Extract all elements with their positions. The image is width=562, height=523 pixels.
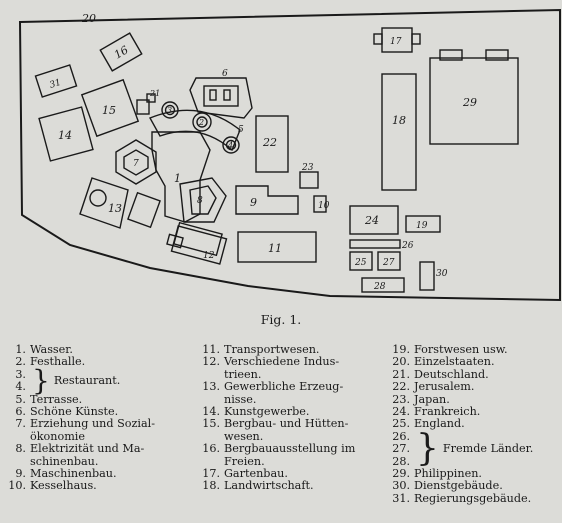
site-plan: 20 31 16 15 14 21 7 13 1 8 2 3 4 5 6 22 … [18,8,561,302]
legend-item: 5.Terrasse. [15,392,83,406]
legend-item: 6.Schöne Künste. [15,405,119,419]
building-12 [170,225,228,265]
building-6 [189,77,253,119]
legend-column-2: 11.Transportwesen. 12.Verschiedene Indus… [200,343,368,493]
map-label-5: 5 [238,125,244,135]
terrace-5 [149,109,241,152]
building-27 [377,251,401,271]
figure-caption: Fig. 1. [260,312,302,327]
building-10 [313,195,327,213]
building-13 [79,177,129,229]
map-label-17: 17 [390,37,402,47]
building-30 [419,261,435,291]
restaurant-4 [222,136,240,154]
map-label-13: 13 [108,202,122,215]
map-label-27: 27 [382,258,395,268]
building-26 [349,239,401,249]
building-25 [349,251,373,271]
brace-icon: } [416,428,439,470]
brace-icon: } [32,364,50,398]
legend-item: 18.Landwirtschaft. [202,479,314,493]
map-label-16: 16 [112,43,131,61]
site-plan-drawing: 20 31 16 15 14 21 7 13 1 8 2 3 4 5 6 22 … [18,8,561,302]
building-19 [405,215,441,233]
building-29 [429,57,519,145]
map-label-4: 4 [227,141,233,150]
legend-item: 24.Frankreich. [392,405,481,419]
map-label-21: 21 [149,89,160,98]
map-label-20: 20 [81,12,96,25]
legend-item: 15.Bergbau- und Hütten-wesen. [202,417,349,443]
map-label-24: 24 [364,214,379,227]
map-label-26: 26 [401,241,414,251]
map-label-15: 15 [102,104,116,117]
map-label-3: 3 [167,106,172,115]
legend-item: 12.Verschiedene Indus-trieen. [202,355,340,381]
legend-group: 3.4. } Restaurant. [15,364,121,398]
map-label-19: 19 [416,221,428,231]
map-label-7: 7 [133,159,139,169]
legend-item: 14.Kunstgewerbe. [202,405,310,419]
building-8 [179,177,227,223]
legend-item: 10.Kesselhaus. [8,479,97,493]
legend-item: 13.Gewerbliche Erzeug-nisse. [202,380,344,406]
legend-item: 19.Forstwesen usw. [392,343,508,356]
legend-item: 16.Bergbauausstellung im Freien. [202,442,356,468]
legend-group: 26.27.28. } Fremde Länder. [392,428,534,470]
building-28 [361,277,405,293]
legend-item: 2.Festhalle. [15,355,86,369]
map-label-23: 23 [301,163,314,173]
legend-item: 9.Maschinenbau. [15,467,117,481]
map-label-9: 9 [250,196,257,209]
building-22 [255,115,289,173]
legend-item: 17.Gartenbau. [202,467,288,481]
building-15 [80,78,140,138]
map-label-10: 10 [318,201,330,211]
map-label-29: 29 [462,96,477,109]
building-16 [99,32,143,72]
building-23 [299,171,319,189]
building-31 [34,64,78,98]
building-11 [237,231,317,263]
map-label-31: 31 [48,78,62,91]
legend-item: 7.Erziehung und Sozial-ökonomie [15,417,155,443]
map-label-25: 25 [354,258,367,268]
map-label-14: 14 [58,129,72,142]
map-label-6: 6 [222,69,228,79]
map-label-8: 8 [197,196,203,206]
legend-item: 25.England. [392,417,465,431]
restaurant-3 [161,101,179,119]
legend-item: 31.Regierungsgebäude. [392,491,532,505]
map-label-1: 1 [174,172,181,185]
map-label-28: 28 [373,282,386,292]
legend: 1.Wasser. 2.Festhalle. 3.4. } Restaurant… [0,343,562,523]
legend-item: 8.Elektrizität und Ma-schinenbau. [15,442,145,468]
water-1 [151,131,211,223]
map-label-12: 12 [203,251,215,261]
legend-column-1: 1.Wasser. 2.Festhalle. 3.4. } Restaurant… [8,343,198,493]
map-label-18: 18 [392,114,406,127]
building-14 [38,106,94,162]
map-label-11: 11 [268,242,282,255]
legend-item: 11.Transportwesen. [202,343,320,356]
legend-item: 30.Dienstgebäude. [392,479,503,493]
legend-item: 22.Jerusalem. [392,380,475,394]
legend-item: 20.Einzelstaaten. [392,355,495,369]
building-7 [115,139,157,185]
map-label-22: 22 [262,136,277,149]
site-boundary [18,8,561,302]
building-21 [136,99,150,115]
legend-item: 21.Deutschland. [392,367,489,381]
legend-item: 23.Japan. [392,392,450,406]
map-label-30: 30 [436,269,448,279]
map-label-2: 2 [198,118,204,127]
building-18 [381,73,417,191]
legend-item: 29.Philippinen. [392,467,482,481]
building-24 [349,205,399,235]
legend-column-3: 19.Forstwesen usw. 20.Einzelstaaten. 21.… [390,343,560,505]
legend-item: 1.Wasser. [15,343,73,356]
building-9 [235,185,299,215]
